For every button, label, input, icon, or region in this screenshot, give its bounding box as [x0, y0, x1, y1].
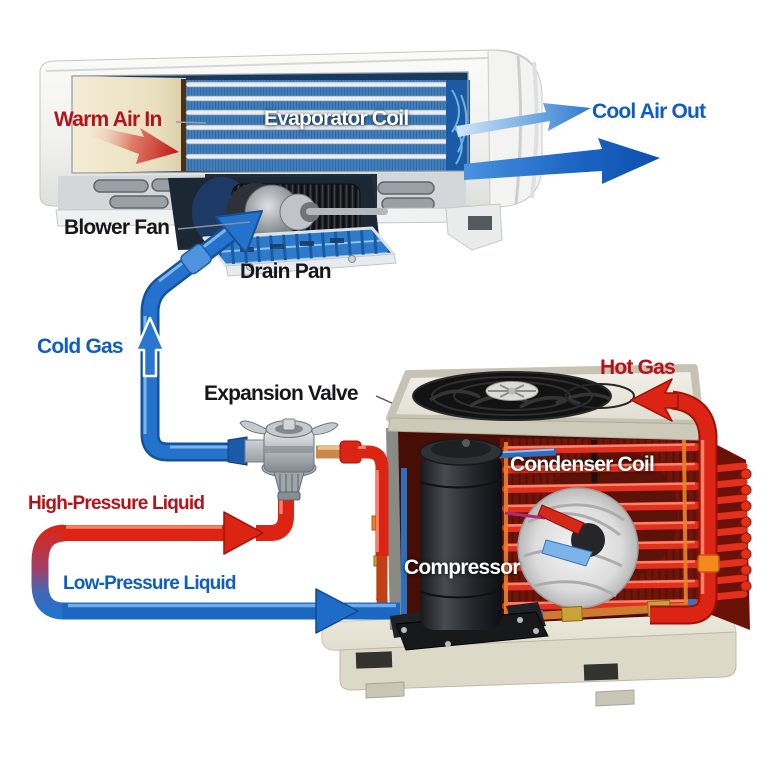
label-evaporator-coil: Evaporator Coil — [264, 107, 409, 130]
label-cold-gas: Cold Gas — [37, 335, 124, 358]
label-compressor: Compressor — [404, 556, 521, 579]
compressor-body — [420, 452, 502, 630]
condenser-fan-graphic — [504, 487, 639, 609]
outdoor-unit-top — [386, 364, 704, 441]
valve-stem — [273, 471, 305, 495]
cool-air-arrow-small — [456, 103, 591, 137]
valve-wing-left — [239, 420, 267, 435]
high-pressure-liquid-line — [31, 492, 294, 620]
high-pressure-arrowhead — [223, 511, 264, 555]
cold-gas-line — [134, 210, 263, 462]
blower-fan-leader-line — [177, 221, 251, 230]
label-high-pressure-liquid: High-Pressure Liquid — [28, 493, 205, 514]
outdoor-fan-grille — [412, 371, 635, 421]
hot-gas-arrowhead — [630, 378, 679, 422]
indoor-unit — [39, 49, 543, 277]
cool-air-arrow-large — [464, 138, 660, 184]
label-blower-fan: Blower Fan — [64, 216, 170, 239]
valve-wing-right — [311, 422, 339, 436]
cold-gas-arrowhead — [215, 210, 263, 254]
label-condenser-coil: Condenser Coil — [510, 453, 655, 476]
compressor-graphic — [390, 438, 549, 651]
label-drain-pan: Drain Pan — [240, 260, 332, 283]
label-cool-air-out: Cool Air Out — [592, 100, 706, 123]
hot-gas-line — [630, 378, 720, 625]
label-expansion-valve: Expansion Valve — [204, 382, 359, 405]
low-pressure-arrowhead — [315, 588, 359, 634]
cool-air-arrows — [456, 103, 660, 184]
expansion-valve-graphic — [227, 395, 395, 501]
warm-air-arrow — [91, 121, 207, 164]
label-low-pressure-liquid: Low-Pressure Liquid — [63, 573, 237, 594]
label-warm-air-in: Warm Air In — [54, 108, 162, 131]
label-hot-gas: Hot Gas — [600, 356, 676, 379]
evaporator-coil-graphic — [185, 80, 470, 171]
low-pressure-liquid-line — [62, 588, 400, 634]
flow-direction-arrow — [134, 316, 166, 378]
